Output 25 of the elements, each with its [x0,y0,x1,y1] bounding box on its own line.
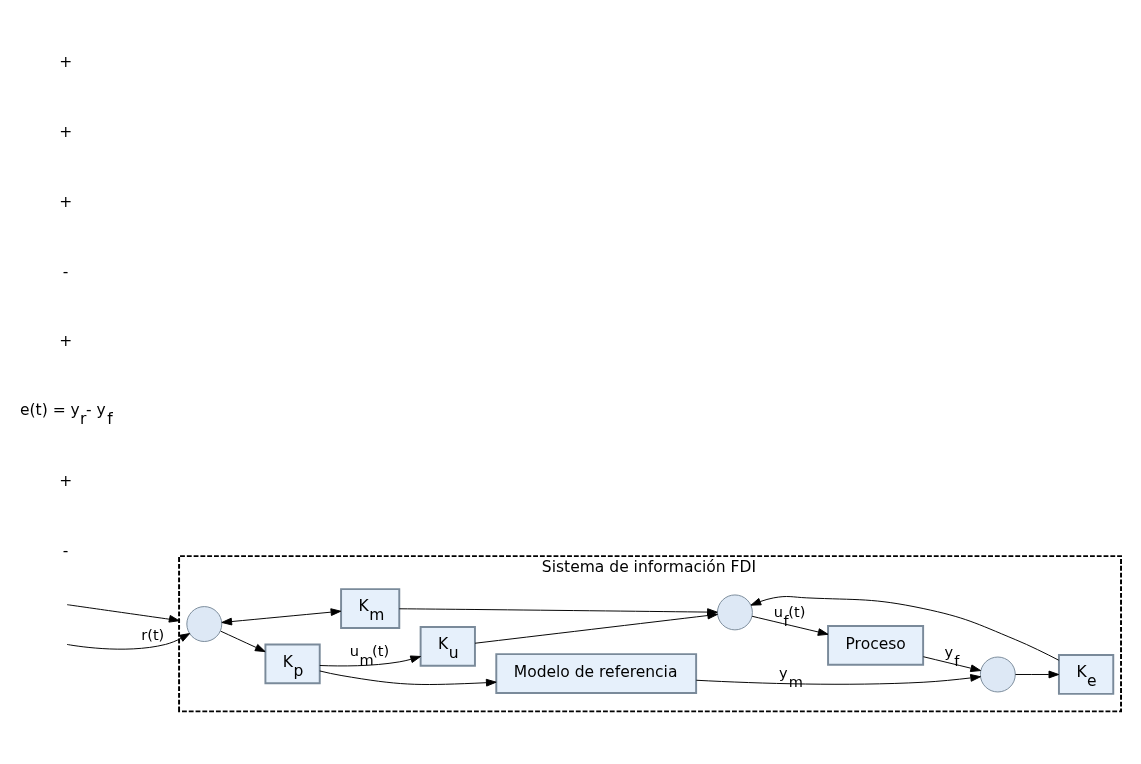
label: - [62,262,69,281]
arrow [750,595,1060,661]
node-circle [186,605,223,642]
edge-label: r(t) [141,625,165,643]
label: + [59,331,73,350]
arrow [474,611,718,644]
label: - [62,541,69,560]
arrow [695,673,981,685]
node-box: Proceso [827,624,925,666]
arrow [221,607,342,625]
label: + [59,52,73,71]
node-circle [979,656,1016,692]
label: + [59,122,73,141]
label: + [59,192,73,211]
node-circle [717,593,753,630]
arrow [319,655,421,666]
arrow [922,655,982,672]
node-box: Modelo de referencia [495,652,698,694]
arrow [1014,670,1060,678]
arrow [319,669,497,687]
arrow [751,615,829,636]
arrow [66,632,191,650]
arrow [220,630,266,652]
label: + [59,471,73,490]
arrow [66,603,180,623]
